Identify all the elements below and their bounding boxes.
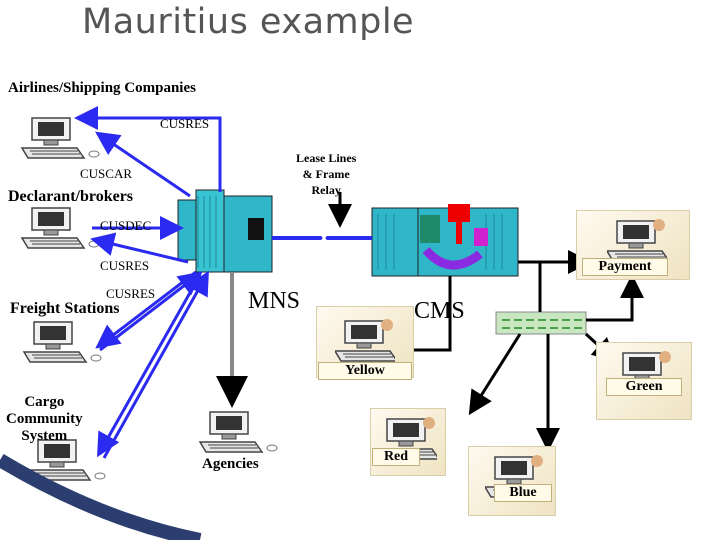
yellow-label: Yellow <box>318 362 412 380</box>
mns-label: MNS <box>248 288 301 314</box>
page-title: Mauritius example <box>82 2 415 42</box>
cargo-line-1: Cargo <box>24 394 65 410</box>
network-hub-icon <box>495 311 587 335</box>
lease-line-3: Relay <box>311 183 341 197</box>
payment-officer-icon <box>607 219 667 262</box>
lease-line-2: & Frame <box>302 167 350 181</box>
cms-mainframe-icon <box>371 204 519 277</box>
pc-airlines-icon <box>21 117 100 159</box>
airlines-label: Airlines/Shipping Companies <box>8 80 196 96</box>
cargo-line-2: Community <box>6 411 83 427</box>
payment-label: Payment <box>582 258 668 276</box>
yellow-officer-icon <box>335 319 395 362</box>
blue-label: Blue <box>494 484 552 502</box>
cusdec-label: CUSDEC <box>100 218 152 233</box>
freight-label: Freight Stations <box>10 300 120 317</box>
red-label: Red <box>372 448 420 466</box>
pc-agencies-icon <box>199 411 278 453</box>
cargo-line-3: System <box>21 428 68 444</box>
pc-cargo-icon <box>27 439 106 481</box>
blue-officer-icon <box>485 455 545 498</box>
blue-panel <box>468 446 556 516</box>
declarant-label: Declarant/brokers <box>8 188 134 205</box>
cusres-low-label: CUSRES <box>106 286 156 301</box>
decorative-arc <box>0 453 202 540</box>
pc-freight-icon <box>23 321 102 363</box>
cuscar-label: CUSCAR <box>80 166 133 181</box>
green-officer-icon <box>613 351 673 394</box>
cms-label: CMS <box>414 298 465 324</box>
pc-declarant-icon <box>21 207 100 249</box>
lease-lines-label: Lease Lines & Frame Relay <box>296 150 356 198</box>
mns-server-icon <box>177 189 273 273</box>
agencies-label: Agencies <box>202 456 259 472</box>
cusres-top-label: CUSRES <box>160 116 210 131</box>
blue-links <box>74 106 372 459</box>
cusres-mid-label: CUSRES <box>100 258 150 273</box>
lease-line-1: Lease Lines <box>296 151 357 165</box>
green-label: Green <box>606 378 682 396</box>
red-officer-icon <box>377 417 437 460</box>
cargo-label: Cargo Community System <box>6 394 83 445</box>
